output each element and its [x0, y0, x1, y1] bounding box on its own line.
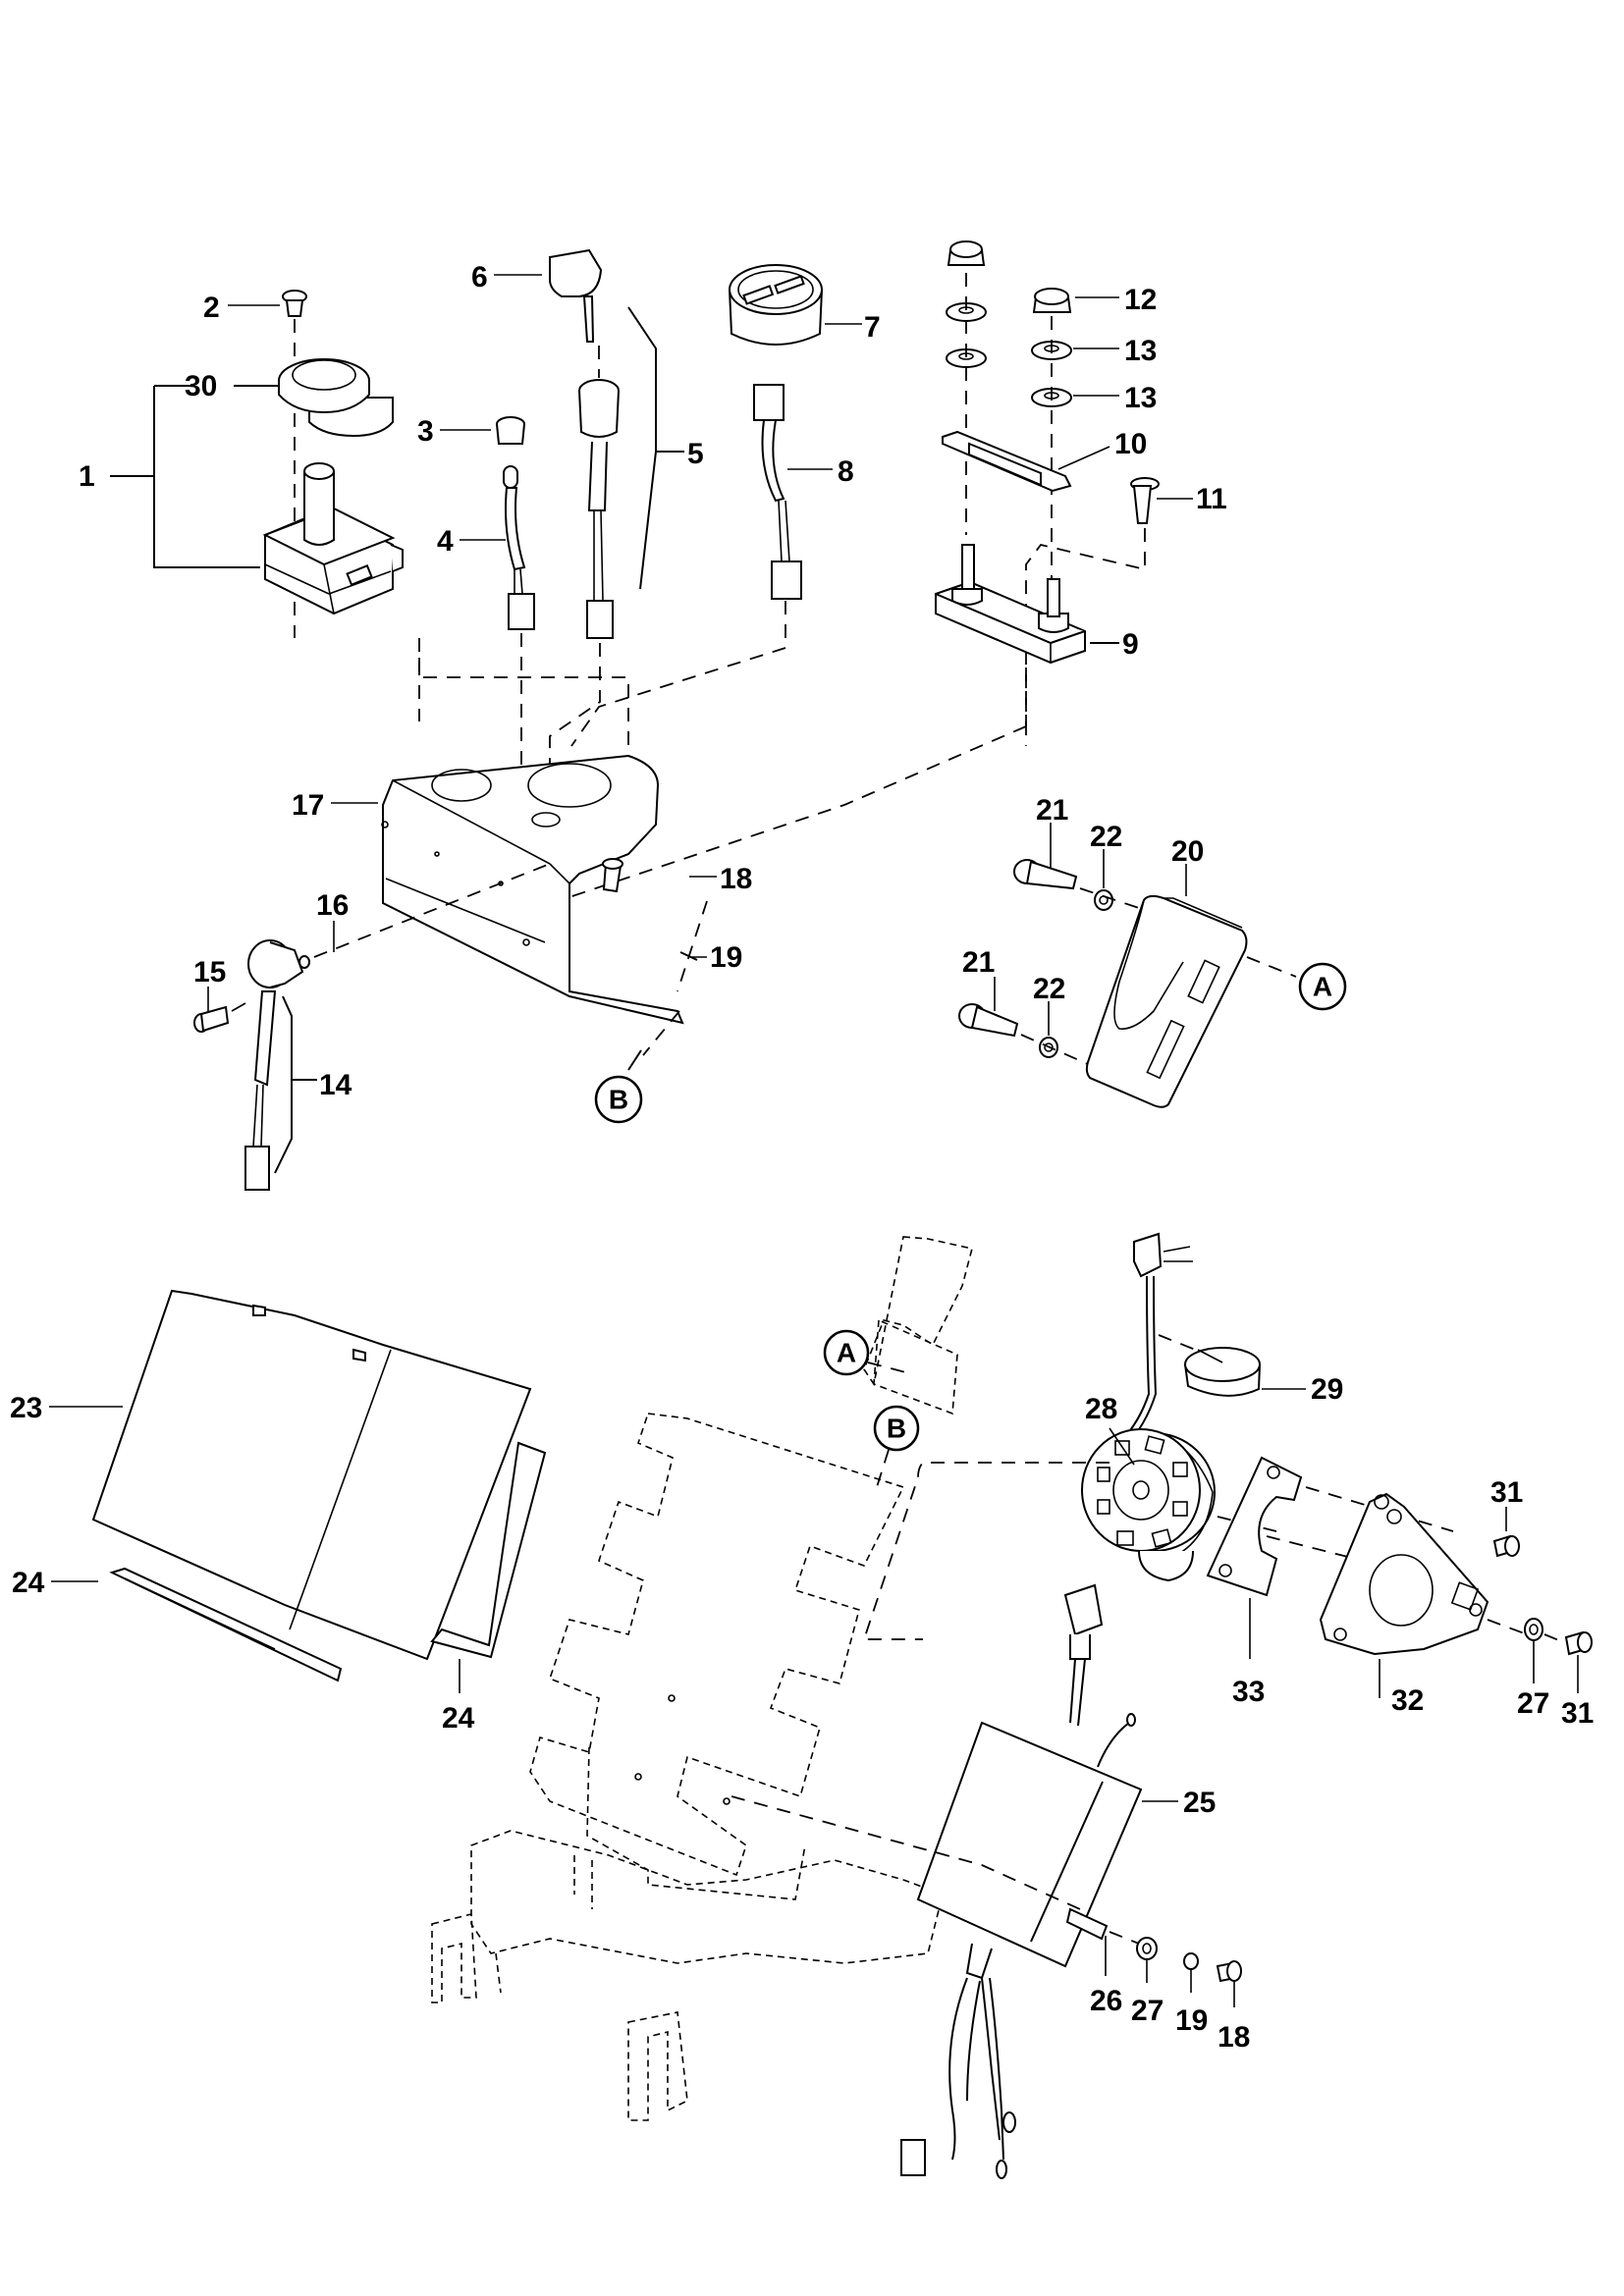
callout-23: 23 [10, 1392, 42, 1424]
part-28-plug [1118, 1232, 1193, 1449]
part-24-plate-bottom [109, 1567, 343, 1682]
callout-26: 26 [1090, 1985, 1122, 2017]
part-22-washer-a [1094, 889, 1113, 911]
part-17-bracket [381, 754, 684, 1025]
callout-31a: 31 [1490, 1476, 1523, 1509]
part-12-nut-left [947, 240, 986, 266]
part-30-knob [278, 358, 394, 438]
callout-10: 10 [1114, 428, 1147, 460]
callout-7: 7 [864, 311, 881, 344]
callout-12: 12 [1124, 284, 1157, 316]
callout-21a: 21 [1036, 794, 1068, 827]
chassis-frame-phantom [431, 1236, 973, 2121]
callout-6: 6 [471, 261, 488, 294]
charger-output-cable [900, 1943, 1016, 2179]
ref-a-top-text: A [1313, 972, 1332, 1002]
part-12-nut [1032, 288, 1072, 313]
callout-2: 2 [203, 292, 220, 324]
callout-11: 11 [1196, 483, 1227, 515]
part-28-motor [1081, 1428, 1216, 1582]
callout-13a: 13 [1124, 335, 1157, 367]
callout-17: 17 [292, 789, 324, 822]
callout-19-top: 19 [710, 941, 742, 974]
callout-29: 29 [1311, 1373, 1343, 1406]
callout-8: 8 [838, 455, 854, 488]
part-32-mount-plate [1319, 1492, 1489, 1656]
ref-marker-b-frame: B [873, 1405, 920, 1488]
part-29-cap [1184, 1347, 1261, 1397]
ref-marker-a-top: A [1298, 962, 1347, 1011]
callout-24b: 24 [442, 1702, 475, 1735]
callout-21b: 21 [962, 946, 995, 979]
callout-5: 5 [687, 438, 704, 470]
callout-4: 4 [437, 525, 454, 558]
part-18-screw-bottom [1216, 1960, 1242, 1983]
part-24-plate-side [430, 1441, 547, 1659]
callout-18-top: 18 [720, 863, 752, 895]
callout-16: 16 [316, 889, 349, 922]
callout-30: 30 [185, 370, 217, 402]
part-26-clip [1065, 1907, 1109, 1941]
ref-b-frame-text: B [887, 1414, 906, 1444]
callout-18-bottom: 18 [1218, 2021, 1250, 2054]
part-15-screw [193, 1005, 230, 1033]
part-19-nut-bottom [1183, 1952, 1199, 1970]
part-27-washer-b [1524, 1618, 1543, 1641]
callout-25: 25 [1183, 1787, 1216, 1819]
callout-15: 15 [193, 956, 226, 988]
ref-b-top-text: B [609, 1085, 628, 1115]
callout-20: 20 [1171, 835, 1204, 868]
callout-19-bottom: 19 [1175, 2004, 1208, 2037]
callout-24a: 24 [12, 1567, 45, 1599]
callout-32: 32 [1391, 1684, 1424, 1717]
callout-22a: 22 [1090, 821, 1122, 853]
part-7-battery-meter [729, 264, 823, 346]
callout-13b: 13 [1124, 382, 1157, 414]
part-2-screw [282, 290, 307, 317]
part-3-bushing [496, 416, 525, 445]
part-8-meter-cable [753, 384, 802, 600]
part-4-cable [503, 465, 535, 630]
callout-9: 9 [1122, 628, 1139, 661]
callout-27a: 27 [1131, 1995, 1164, 2027]
part-27-washer-a [1136, 1937, 1158, 1960]
part-21-bolt-b [958, 1003, 1019, 1038]
part-25-charger [916, 1583, 1143, 1968]
callout-3: 3 [417, 415, 434, 448]
callout-33: 33 [1232, 1676, 1265, 1708]
bracket-1 [153, 386, 260, 568]
part-9-fuse-base [935, 544, 1086, 665]
callout-28: 28 [1085, 1393, 1117, 1425]
part-10-fuse [942, 430, 1072, 493]
part-31-screw-a [1492, 1534, 1520, 1558]
part-1-potentiometer-box [262, 462, 404, 615]
ref-a-frame-text: A [837, 1338, 856, 1368]
part-11-screw [1130, 477, 1160, 524]
callout-14: 14 [319, 1069, 352, 1101]
part-21-bolt-a [1013, 859, 1078, 890]
part-5-key-switch [578, 379, 620, 639]
callout-31b: 31 [1561, 1697, 1594, 1730]
callout-1: 1 [79, 460, 95, 493]
ref-marker-a-frame: A [823, 1329, 914, 1376]
part-6-key [549, 248, 603, 343]
part-14-sensor [244, 939, 304, 1191]
part-33-bracket [1206, 1456, 1303, 1597]
ref-marker-b-top: B [594, 1049, 643, 1124]
part-20-controller [1085, 894, 1248, 1108]
part-31-screw-b [1564, 1630, 1593, 1656]
callout-27b: 27 [1517, 1687, 1549, 1720]
part-18-screw-top [602, 858, 623, 893]
part-23-battery [91, 1289, 532, 1661]
callout-22b: 22 [1033, 973, 1065, 1005]
